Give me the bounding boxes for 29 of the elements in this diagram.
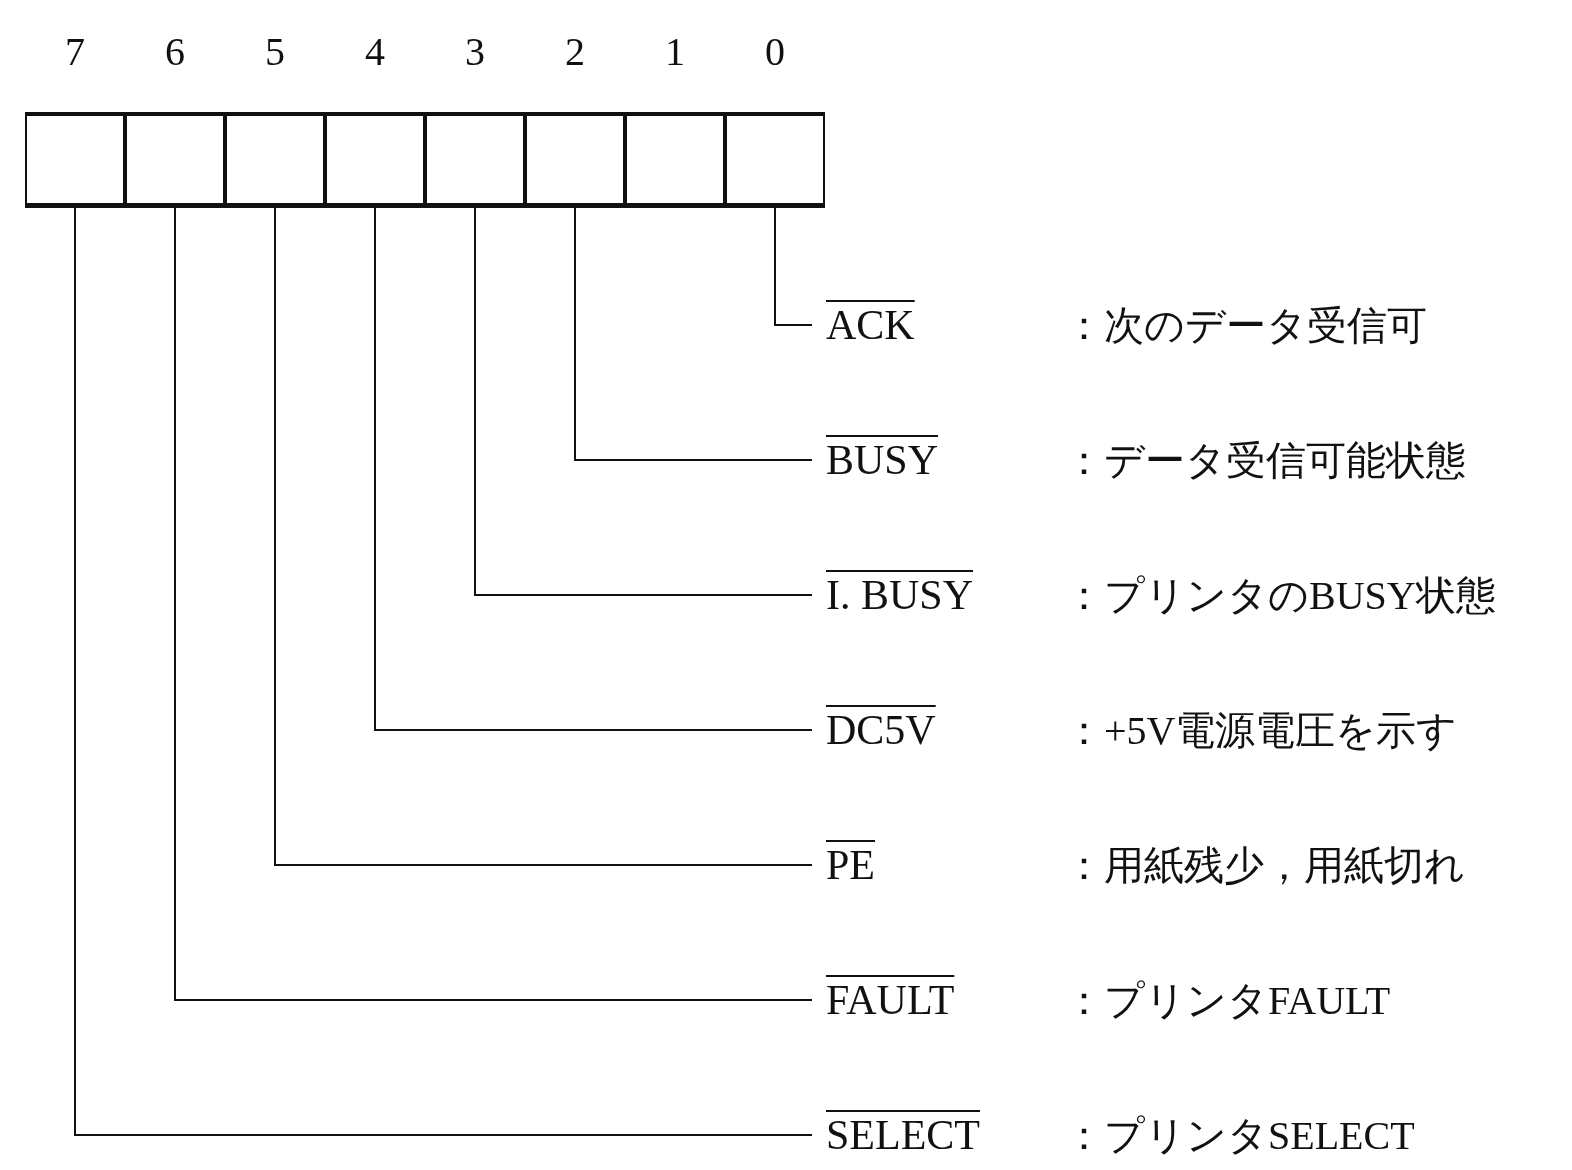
bit-number: 4 <box>364 28 386 76</box>
bit-number: 5 <box>264 28 286 76</box>
leader-line <box>774 207 813 326</box>
leader-line <box>374 207 813 731</box>
signal-description: ：用紙残少，用紙切れ <box>1064 841 1465 890</box>
signal-description: ：プリンタSELECT <box>1064 1111 1415 1160</box>
signal-description: ：+5V電源電圧を示す <box>1064 706 1458 755</box>
leader-line <box>74 207 813 1136</box>
signal-name: FAULT <box>825 976 956 1024</box>
bit-number: 7 <box>64 28 86 76</box>
signal-name: DC5V <box>825 706 937 754</box>
signal-name: ACK <box>825 301 916 349</box>
leader-line <box>574 207 813 461</box>
signal-description: ：プリンタのBUSY状態 <box>1064 571 1496 620</box>
signal-name: SELECT <box>825 1111 981 1159</box>
leader-line <box>174 207 813 1001</box>
leader-line <box>474 207 813 596</box>
bit-number: 1 <box>664 28 686 76</box>
leader-line <box>274 207 813 866</box>
signal-description: ：プリンタFAULT <box>1064 976 1391 1025</box>
signal-description: ：データ受信可能状態 <box>1064 436 1466 485</box>
bit-number: 0 <box>764 28 786 76</box>
bit-number: 3 <box>464 28 486 76</box>
signal-description: ：次のデータ受信可 <box>1064 301 1427 350</box>
bit-number: 6 <box>164 28 186 76</box>
bit-number: 2 <box>564 28 586 76</box>
signal-name: I. BUSY <box>825 571 975 619</box>
signal-name: BUSY <box>825 436 940 484</box>
signal-name: PE <box>825 841 876 889</box>
